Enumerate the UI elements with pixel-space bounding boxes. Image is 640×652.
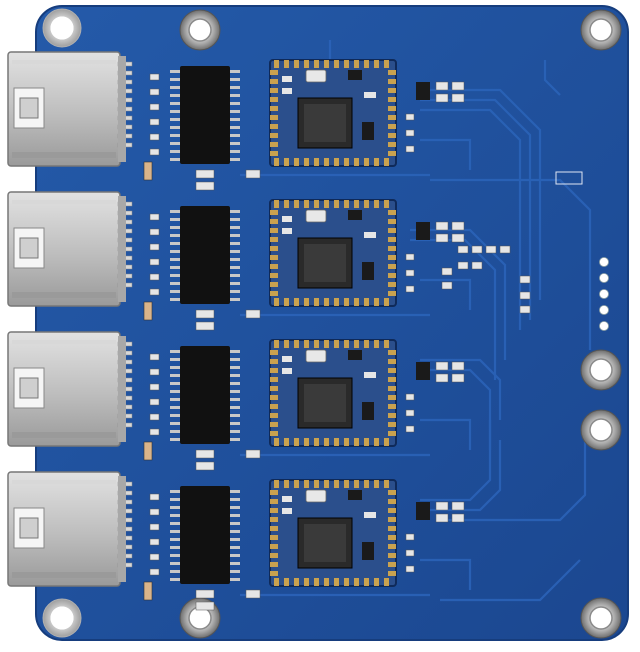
port-row — [7, 471, 465, 611]
passive-components — [143, 493, 160, 601]
mount-hole-icon — [42, 598, 82, 638]
rj45-port-icon — [7, 331, 133, 447]
right-passives — [405, 221, 465, 293]
mount-hole-icon — [179, 9, 221, 51]
rj45-port-icon — [7, 191, 133, 307]
smd-part — [457, 261, 469, 270]
smd-part — [457, 245, 469, 254]
ic-chip-icon — [170, 346, 261, 471]
smd-part — [471, 245, 483, 254]
trace-line — [420, 108, 522, 330]
passive-components — [143, 73, 160, 181]
smd-part — [499, 245, 511, 254]
trace-line — [543, 60, 561, 96]
rj45-port-icon — [7, 51, 133, 167]
led-pad — [599, 321, 609, 331]
mount-hole-icon — [580, 349, 622, 391]
right-passives — [405, 501, 465, 573]
mount-holes — [42, 8, 622, 639]
module-icon — [269, 199, 397, 307]
port-row — [7, 51, 465, 191]
trace-line — [440, 559, 581, 602]
smd-part — [519, 291, 531, 300]
module-icon — [269, 339, 397, 447]
trace-line — [420, 440, 502, 512]
led-pad — [599, 273, 609, 283]
smd-part — [441, 281, 453, 290]
side-pads — [441, 171, 609, 331]
ic-chip-icon — [170, 66, 261, 191]
smd-part — [441, 267, 453, 276]
right-passives — [405, 81, 465, 153]
port-rows — [7, 51, 465, 611]
rj45-port-icon — [7, 471, 133, 587]
led-pad — [599, 289, 609, 299]
smd-part — [519, 305, 531, 314]
ic-chip-icon — [170, 206, 261, 331]
trace-line — [430, 178, 592, 350]
trace-line — [420, 278, 472, 310]
smd-part — [519, 275, 531, 284]
passive-components — [143, 353, 160, 461]
silk-outline — [555, 171, 583, 185]
module-icon — [269, 479, 397, 587]
mount-hole-icon — [42, 8, 82, 48]
trace-line — [420, 418, 472, 450]
trace-line — [420, 558, 472, 590]
led-pad — [599, 257, 609, 267]
led-pad — [599, 305, 609, 315]
trace-line — [420, 358, 502, 420]
mount-hole-icon — [580, 409, 622, 451]
right-passives — [405, 361, 465, 433]
mount-hole-icon — [580, 597, 622, 639]
ic-chip-icon — [170, 486, 261, 611]
passive-components — [143, 213, 160, 321]
port-row — [7, 331, 465, 471]
trace-line — [420, 138, 472, 170]
mount-hole-icon — [580, 9, 622, 51]
smd-part — [485, 245, 497, 254]
trace-line — [420, 420, 492, 502]
smd-part — [471, 261, 483, 270]
pcb-substrate — [35, 5, 629, 641]
pcb-traces — [240, 40, 592, 602]
trace-line — [440, 430, 587, 522]
port-row — [7, 191, 465, 331]
module-icon — [269, 59, 397, 167]
